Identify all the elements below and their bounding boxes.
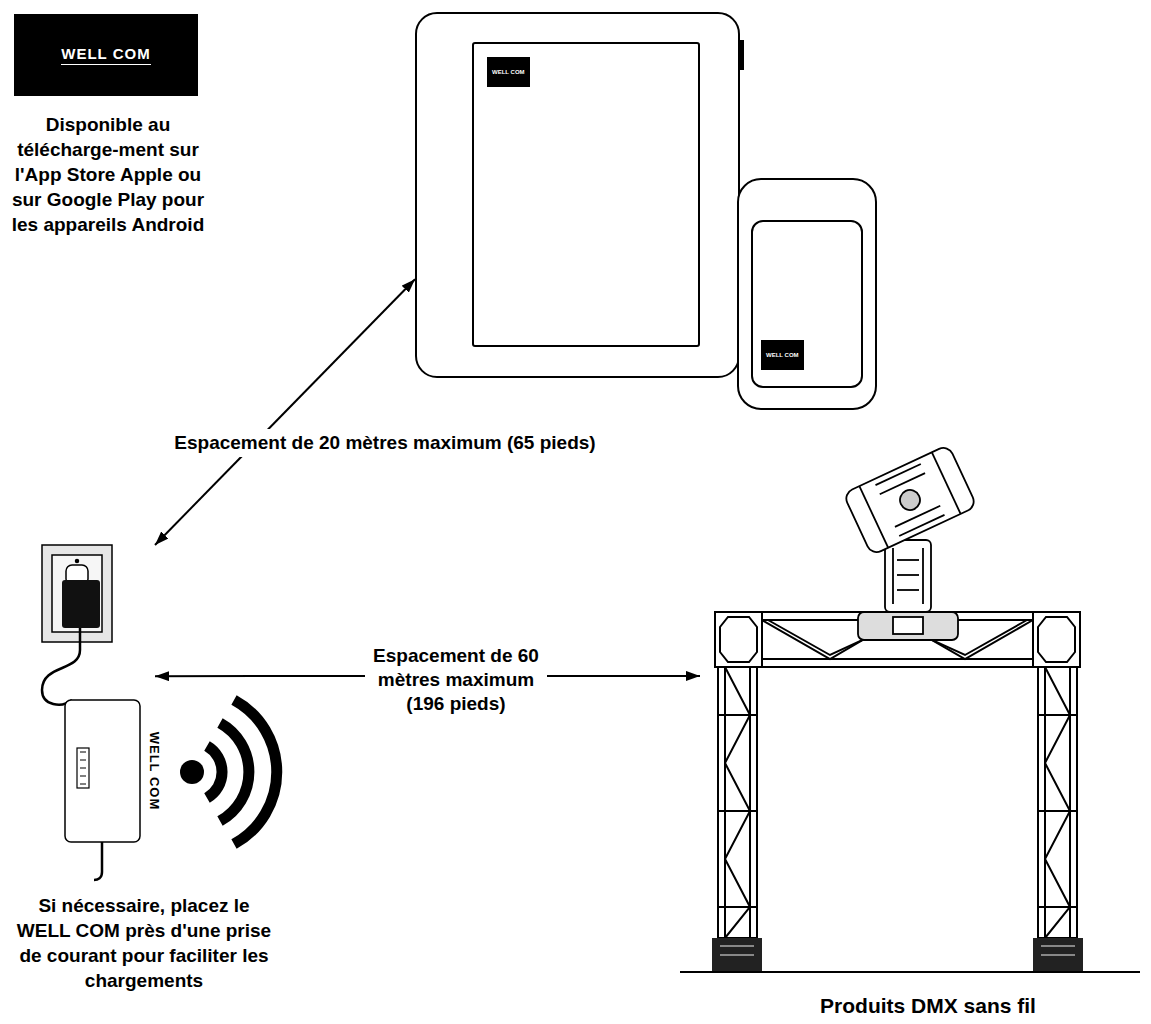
moving-head bbox=[843, 445, 977, 640]
wall-outlet bbox=[42, 545, 112, 642]
device-screen bbox=[472, 42, 700, 347]
wireless-dmx-fixture: Produits DMX sans fil bbox=[700, 440, 1151, 1024]
caption-note: Disponible au télécharge-ment sur l'App … bbox=[2, 112, 214, 237]
distance-label: Espacement de 60 mètres maximum (196 pie… bbox=[365, 642, 547, 718]
floor-line bbox=[680, 971, 1140, 973]
side-button bbox=[740, 40, 744, 70]
caption-note: Si nécessaire, placez le WELL COM près d… bbox=[16, 893, 272, 993]
power-cord bbox=[42, 628, 80, 705]
brand-logo-text: WELL COM bbox=[147, 732, 162, 811]
phone-device: WELL COM bbox=[737, 178, 877, 410]
app-logo: WELL COM bbox=[14, 14, 198, 96]
brand-logo-text: WELL COM bbox=[61, 45, 150, 65]
charger-plug bbox=[62, 580, 100, 628]
tablet-device: WELL COM bbox=[415, 12, 740, 378]
caption: Produits DMX sans fil bbox=[700, 994, 1151, 1018]
wireless-symbol bbox=[180, 700, 277, 844]
truss bbox=[715, 612, 1080, 938]
distance-label: Espacement de 20 mètres maximum (65 pied… bbox=[168, 429, 601, 457]
wellcom-device bbox=[65, 700, 140, 842]
wellcom-transmitter: WELL COM bbox=[30, 545, 155, 850]
truss-base bbox=[712, 938, 1083, 972]
distance-arrow bbox=[155, 279, 415, 545]
brand-logo-text: WELL COM bbox=[487, 57, 530, 87]
brand-logo-text: WELL COM bbox=[761, 340, 804, 370]
power-cord bbox=[94, 842, 102, 880]
